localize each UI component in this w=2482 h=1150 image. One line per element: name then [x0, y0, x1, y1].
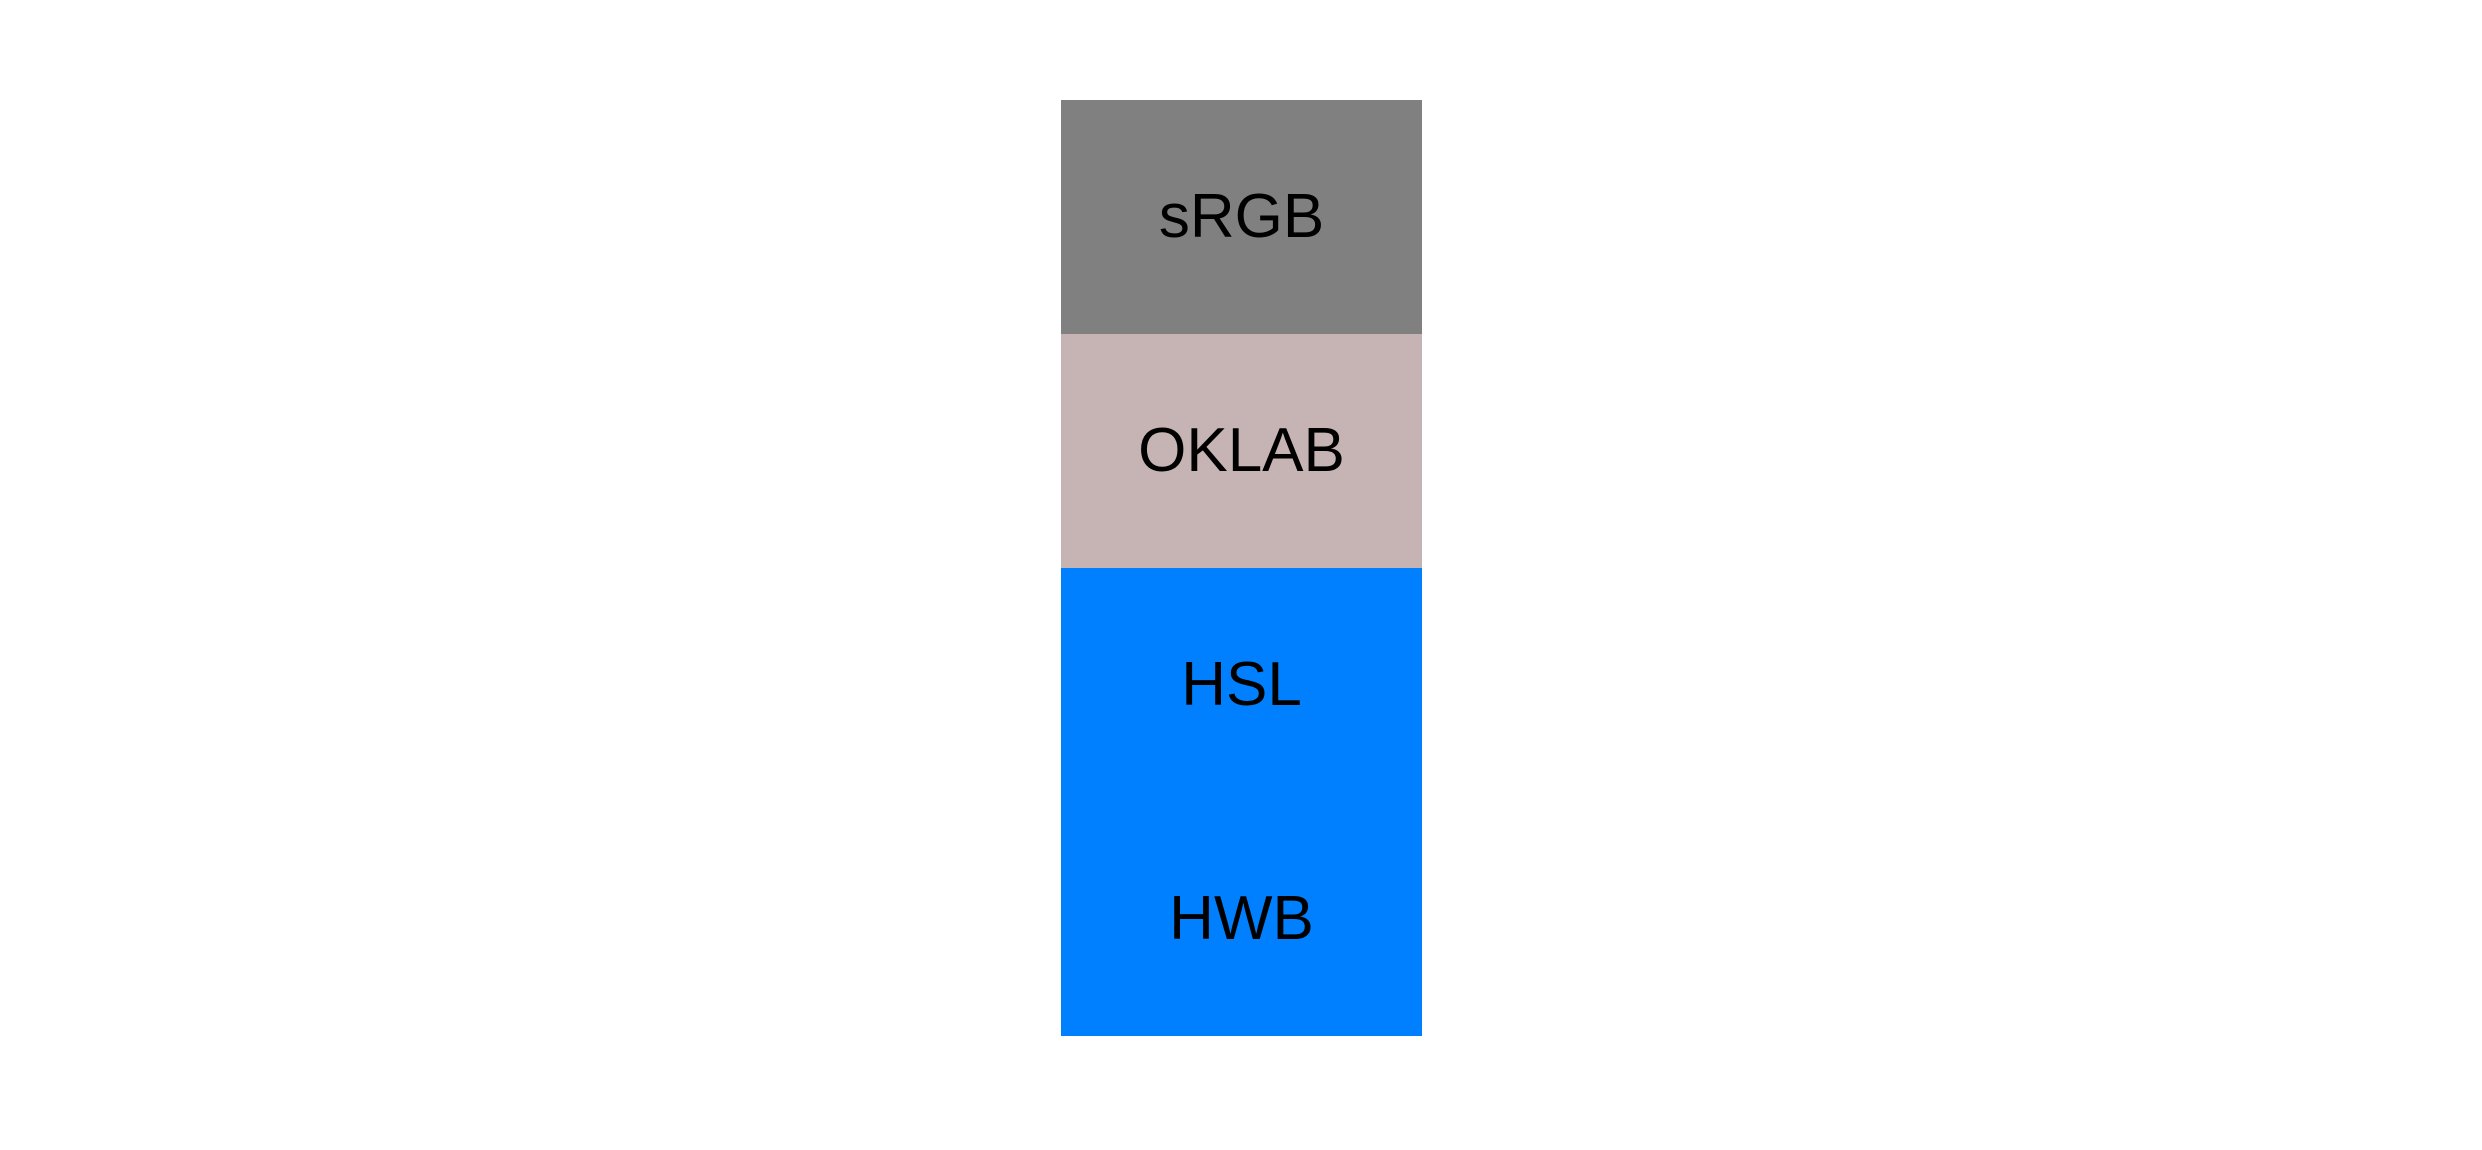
swatch-hwb-label: HWB	[1169, 884, 1314, 953]
swatch-srgb-label: sRGB	[1158, 182, 1325, 251]
swatch-srgb: sRGB	[1061, 100, 1422, 334]
swatch-oklab: OKLAB	[1061, 334, 1422, 568]
swatch-oklab-label: OKLAB	[1138, 416, 1345, 485]
color-swatch-stack: sRGB OKLAB HSL HWB	[1061, 100, 1422, 1036]
swatch-hwb: HWB	[1061, 802, 1422, 1036]
swatch-hsl-label: HSL	[1181, 650, 1302, 719]
swatch-hsl: HSL	[1061, 568, 1422, 802]
